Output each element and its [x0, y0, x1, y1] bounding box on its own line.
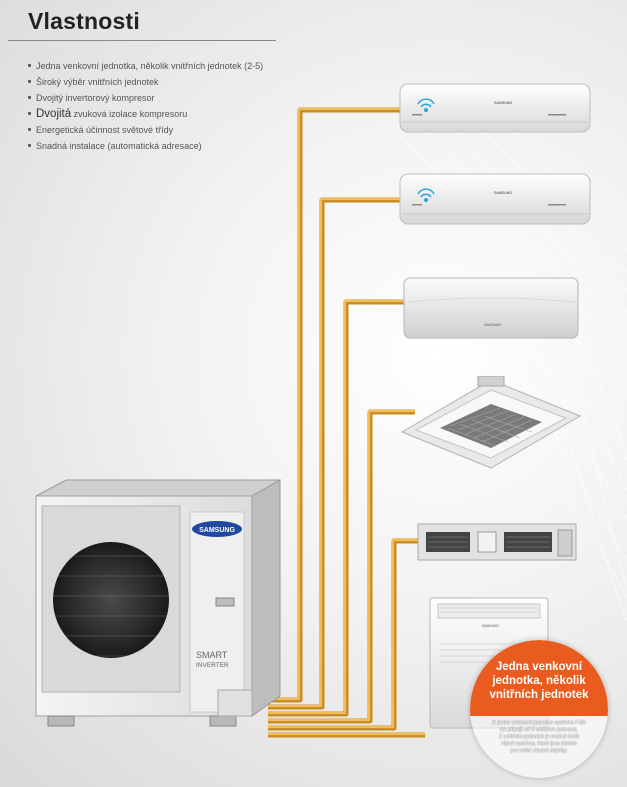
badge-heading-line: vnitřních jednotek: [489, 689, 589, 701]
samsung-logo: [192, 521, 242, 537]
feature-list: Jedna venkovní jednotka, několik vnitřní…: [28, 58, 263, 154]
wall-unit-2-brand: SAMSUNG: [494, 191, 512, 195]
list-item: Široký výběr vnitřních jednotek: [28, 74, 263, 90]
list-item-text: zvuková izolace kompresoru: [71, 109, 188, 119]
list-item: Energetická účinnost světové třídy: [28, 122, 263, 138]
badge-body-line: lze připojit až 5 vnitřních jednotek.: [499, 727, 579, 733]
title-divider: [8, 40, 276, 41]
list-item: Dvojitý invertorový kompresor: [28, 90, 263, 106]
list-item: Dvojitá zvuková izolace kompresoru: [28, 106, 263, 122]
emphasis-word: Dvojitá: [36, 108, 72, 120]
wall-unit-1-brand: SAMSUNG: [494, 101, 512, 105]
wall-unit-3: SAMSUNG: [403, 277, 579, 339]
badge-heading: Jedna venkovní jednotka, několik vnitřní…: [474, 660, 604, 702]
fan-grille: [53, 542, 169, 658]
list-item: Snadná instalace (automatická adresace): [28, 138, 263, 154]
cassette-unit: [400, 376, 582, 469]
list-item: Jedna venkovní jednotka, několik vnitřní…: [28, 58, 263, 74]
badge-heading-line: jednotka, několik: [492, 675, 586, 687]
smart-inverter-line1: SMART: [196, 650, 228, 660]
outdoor-brand: SAMSUNG: [199, 527, 235, 534]
info-badge: Jedna venkovní jednotka, několik vnitřní…: [470, 640, 608, 778]
badge-body-line: Z vnitřních jednotek je možné tvořit: [498, 734, 580, 740]
wall-unit-1: SAMSUNG: [399, 83, 591, 133]
smart-inverter-line2: INVERTER: [196, 662, 229, 669]
badge-body-line: pro velké obytné objekty.: [510, 748, 568, 754]
wifi-icon: [417, 188, 435, 202]
wall-unit-3-brand: SAMSUNG: [484, 323, 502, 327]
wifi-icon: [417, 98, 435, 112]
badge-body-line: K jedné venkovní jednotce systému FJM: [492, 720, 586, 726]
badge-body: K jedné venkovní jednotce systému FJM lz…: [482, 720, 596, 755]
outdoor-unit: SAMSUNG SMART INVERTER: [35, 479, 281, 727]
badge-body-line: různé systémy, které jsou ideální: [501, 741, 577, 747]
page-title: Vlastnosti: [28, 8, 140, 34]
wall-unit-2: SAMSUNG: [399, 173, 591, 225]
badge-heading-line: Jedna venkovní: [495, 661, 583, 673]
floor-unit-brand: SAMSUNG: [482, 624, 500, 628]
duct-unit: [417, 523, 577, 561]
